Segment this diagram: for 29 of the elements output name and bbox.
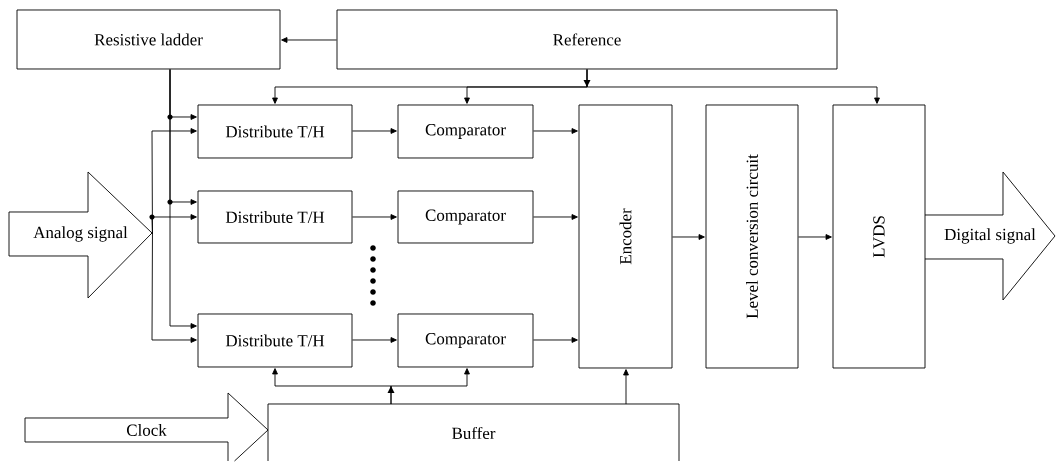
- block: Resistive ladder: [16, 9, 281, 70]
- arrow: [798, 234, 832, 240]
- block: LVDS: [832, 104, 926, 369]
- block: Level conversion circuit: [705, 104, 799, 369]
- arrow: [352, 128, 397, 134]
- block: Comparator: [397, 104, 534, 159]
- arrowhead: [387, 386, 395, 393]
- block: Distribute T/H: [197, 190, 353, 244]
- block: Distribute T/H: [197, 104, 353, 159]
- arrow: [390, 368, 470, 405]
- arrow: [352, 214, 397, 220]
- block: Comparator: [397, 313, 534, 368]
- arrowhead: [583, 80, 591, 87]
- arrow: [151, 233, 197, 343]
- arrow: [169, 69, 197, 329]
- block: Buffer: [267, 403, 680, 462]
- arrow: [151, 214, 197, 235]
- block: Distribute T/H: [197, 313, 353, 368]
- arrow: [672, 234, 705, 240]
- block: Comparator: [397, 190, 534, 244]
- arrow: [533, 337, 578, 343]
- arrow: [623, 369, 629, 405]
- arrow: [281, 37, 337, 43]
- block: Encoder: [578, 104, 673, 369]
- arrow: [533, 128, 578, 134]
- arrow: [352, 337, 397, 343]
- arrow: [586, 69, 880, 104]
- block: Reference: [336, 9, 838, 70]
- arrow: [533, 214, 578, 220]
